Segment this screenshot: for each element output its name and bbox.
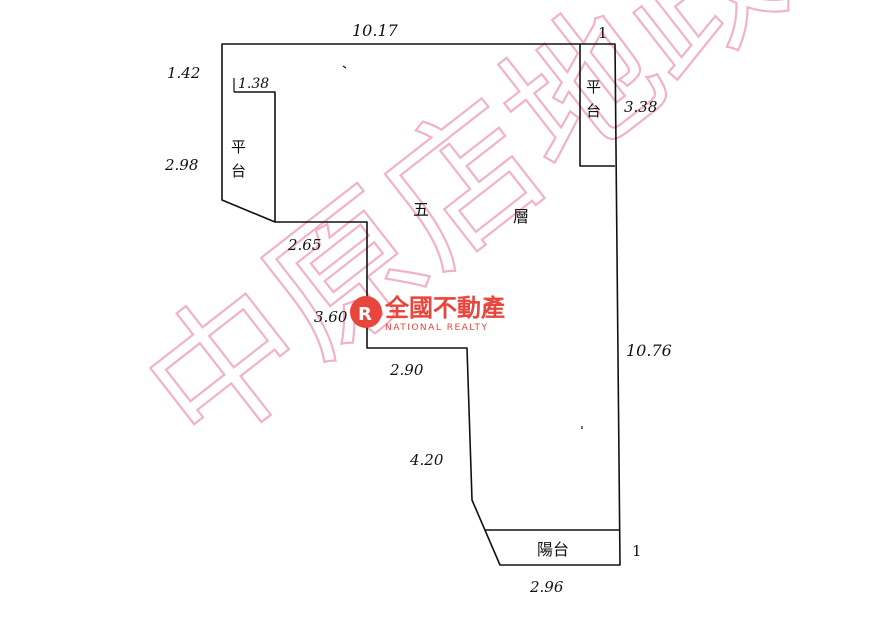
dim-left-height: 2.98 [164,156,198,174]
floor-outline [221,43,621,566]
room-label-balcony: 陽台 [537,540,569,559]
watermark-stamp: 中原店地政 [114,0,814,484]
dim-step-width-1: 2.65 [287,236,321,254]
dim-bottom-right-mark: 1 [632,542,642,560]
room-label-right-annex-1: 平 [586,78,601,96]
dim-lower-left-height: 4.20 [409,451,444,469]
dim-step-height-1: 3.60 [314,308,348,326]
room-label-right-annex-2: 台 [586,102,601,120]
brand-name: 全國不動產 [384,294,505,322]
room-label-left-annex-2: 台 [231,162,246,180]
dim-top-right-mark: 1 [598,24,608,42]
dim-top-left-small: 1.42 [167,64,200,82]
brand-subtitle: NATIONAL REALTY [385,323,489,333]
room-label-left-annex-1: 平 [231,138,246,156]
brand-logo-icon [350,296,382,328]
room-label-main-first: 五 [413,200,429,219]
svg-text:中原店地政: 中原店地政 [115,0,813,483]
brand-logo: R 全國不動產 NATIONAL REALTY [350,294,505,333]
svg-text:R: R [358,304,372,325]
tick-marks [233,65,583,429]
dim-top-width: 10.17 [352,21,399,40]
dim-bottom-width: 2.96 [529,578,564,596]
room-label-main-second: 層 [513,207,529,226]
dim-step-width-2: 2.90 [389,361,424,379]
dim-right-annex-height: 3.38 [624,98,657,116]
dim-left-notch-width: 1.38 [238,76,269,92]
dim-right-height: 10.76 [626,341,672,360]
